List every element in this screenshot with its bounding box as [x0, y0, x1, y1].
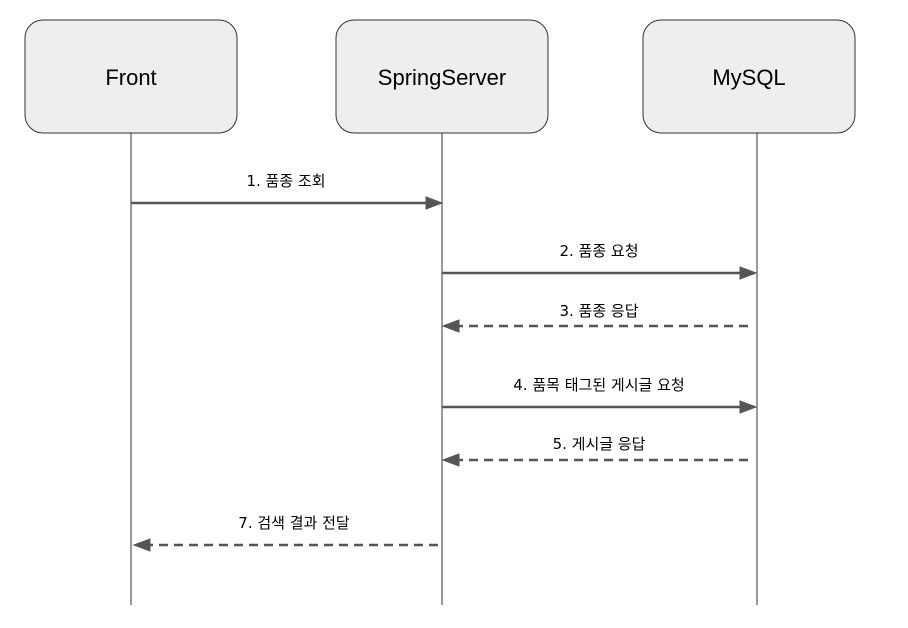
- message-label: 5. 게시글 응답: [553, 435, 646, 453]
- participant-label: SpringServer: [378, 65, 506, 90]
- message-2: 2. 품종 요청: [442, 242, 758, 280]
- participant-front: Front: [24, 19, 238, 134]
- arrowhead-left-icon: [132, 538, 151, 552]
- participant-mysql: MySQL: [642, 19, 856, 134]
- arrowhead-left-icon: [441, 453, 460, 467]
- participant-springserver: SpringServer: [335, 19, 549, 134]
- message-label: 1. 품종 조회: [246, 172, 325, 190]
- message-3: 3. 품종 응답: [441, 302, 748, 333]
- message-label: 7. 검색 결과 전달: [238, 514, 350, 532]
- message-label: 4. 품목 태그된 게시글 요청: [513, 376, 684, 394]
- message-label: 2. 품종 요청: [559, 242, 638, 260]
- arrowhead-left-icon: [441, 319, 460, 333]
- arrowhead-right-icon: [739, 400, 758, 414]
- message-1: 1. 품종 조회: [131, 172, 444, 210]
- participant-box: [24, 19, 238, 134]
- arrowhead-right-icon: [739, 266, 758, 280]
- participant-label: Front: [105, 65, 156, 90]
- message-7: 7. 검색 결과 전달: [132, 514, 438, 552]
- message-5: 5. 게시글 응답: [441, 435, 748, 467]
- participant-label: MySQL: [712, 65, 785, 90]
- participant-box: [335, 19, 549, 134]
- message-4: 4. 품목 태그된 게시글 요청: [442, 376, 758, 414]
- arrowhead-right-icon: [425, 196, 444, 210]
- message-label: 3. 품종 응답: [559, 302, 638, 320]
- participant-box: [642, 19, 856, 134]
